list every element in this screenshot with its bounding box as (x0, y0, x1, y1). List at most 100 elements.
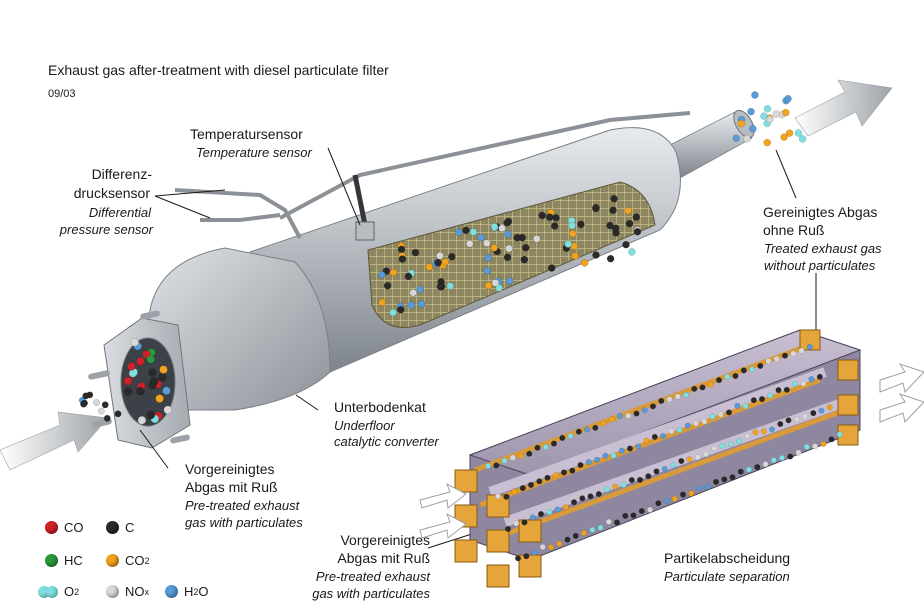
particle-dot (484, 254, 492, 262)
particle-dot (617, 413, 624, 420)
particle-dot (670, 462, 677, 469)
co-swatch (45, 521, 58, 534)
filter-substrate-cutaway (367, 181, 656, 328)
particle-dot (684, 422, 691, 429)
particle-dot (114, 410, 122, 418)
particle-dot (604, 486, 611, 493)
particle-dot (146, 354, 156, 364)
label-clean-gas-de-1: Gereinigtes Abgas (763, 204, 878, 220)
particle-dot (580, 259, 589, 267)
particle-dot (469, 228, 478, 236)
particle-dot (826, 404, 833, 411)
particle-dot (441, 258, 449, 266)
particle-dot (564, 536, 571, 543)
particle-dot (627, 445, 634, 452)
particle-dot (637, 476, 644, 483)
particle-dot (123, 376, 133, 386)
particle-dot (498, 224, 506, 233)
particle-dot (732, 134, 740, 142)
particle-dot (562, 504, 569, 511)
particle-dot (158, 373, 167, 382)
particle-dot (446, 282, 455, 290)
label-separation-de: Partikelabscheidung (664, 550, 791, 566)
particle-dot (569, 229, 577, 238)
particle-dot (127, 362, 136, 371)
particle-dot (647, 506, 654, 513)
label-temperature-sensor-en: Temperature sensor (196, 145, 312, 160)
particle-dot (462, 226, 470, 235)
particle-dot (628, 477, 635, 484)
particle-dot (680, 491, 687, 498)
particle-dot (836, 431, 843, 438)
particle-dot (750, 397, 757, 404)
particle-dot (538, 511, 545, 518)
label-underfloor-de: Unterbodenkat (334, 399, 426, 415)
particle-dot (816, 373, 823, 380)
particle-dot (717, 411, 724, 418)
particle-dot (711, 445, 718, 452)
particle-dot (501, 457, 508, 464)
particle-dot (729, 474, 736, 481)
o2-swatch-b (46, 585, 58, 598)
particle-dot (552, 214, 560, 222)
particle-dot (763, 138, 771, 147)
particle-dot (737, 119, 746, 128)
particle-dot (726, 409, 733, 416)
label-underfloor-en-1: Underfloor (334, 418, 395, 433)
legend-item-hc: HC (45, 553, 83, 568)
particle-dot (505, 525, 512, 532)
co2-swatch (106, 554, 119, 567)
particle-dot (81, 399, 88, 407)
particle-dot (744, 433, 751, 440)
particle-dot (552, 472, 559, 479)
particle-dot (434, 259, 442, 267)
particle-dot (622, 512, 629, 519)
particle-dot (785, 129, 794, 137)
particle-dot (592, 251, 600, 259)
particle-dot (130, 337, 139, 347)
particle-dot (643, 437, 650, 444)
particle-dot (754, 464, 761, 471)
particle-dot (378, 298, 386, 307)
particle-dot (688, 490, 695, 497)
particle-dot (618, 447, 625, 454)
particle-dot (495, 284, 503, 292)
particle-dot (511, 488, 518, 495)
particle-dot (759, 396, 766, 403)
particle-dot (693, 420, 700, 427)
particle-dot (592, 424, 599, 431)
particle-dot (567, 432, 574, 439)
particle-dot (691, 385, 698, 392)
particle-dot (760, 112, 768, 120)
particle-dot (798, 135, 807, 143)
particle-dot (638, 508, 645, 515)
particle-dot (721, 476, 728, 483)
particle-dot (484, 281, 493, 290)
particle-dot (571, 252, 579, 260)
label-temperature-sensor-de: Temperatursensor (190, 126, 303, 142)
particle-dot (455, 228, 463, 237)
particle-dot (628, 248, 636, 256)
particle-dot (546, 509, 553, 516)
particle-dot (521, 519, 528, 526)
label-separation-en: Particulate separation (664, 569, 790, 584)
particle-dots (78, 91, 843, 562)
particle-dot (641, 407, 648, 414)
particle-dot (407, 301, 416, 309)
particle-dot (529, 514, 536, 521)
page-title: Exhaust gas after-treatment with diesel … (48, 62, 389, 78)
particle-dot (749, 366, 756, 373)
particle-dot (545, 213, 554, 221)
particle-dot (766, 115, 774, 124)
particle-dot (775, 387, 782, 394)
particle-dot (608, 416, 615, 423)
particle-dot (749, 125, 757, 133)
particle-dot (777, 421, 784, 428)
c-swatch (106, 521, 119, 534)
particle-dot (606, 254, 615, 263)
label-pretreated-1-de-2: Abgas mit Ruß (185, 479, 278, 495)
particle-dot (477, 233, 485, 242)
particle-dot (411, 248, 420, 257)
particle-dot (409, 288, 417, 297)
